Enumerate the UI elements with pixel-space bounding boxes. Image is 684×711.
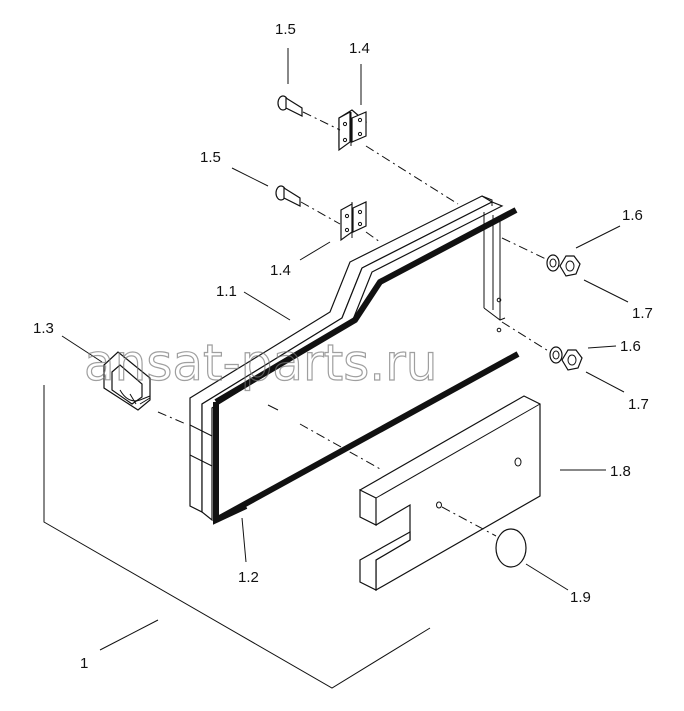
hinge-bottom: [340, 201, 367, 242]
lamp-housing: [103, 351, 151, 411]
assembly-axes: [157, 111, 551, 537]
callout-1-8: 1.8: [610, 463, 631, 480]
callout-1-6-bottom: 1.6: [620, 338, 641, 355]
assembly-bracket: [43, 385, 431, 689]
hinge-top: [338, 109, 368, 152]
callout-1-7-top: 1.7: [632, 305, 653, 322]
screw-bottom: [275, 185, 301, 207]
door-frame: [189, 195, 506, 522]
callout-1-5-bottom: 1.5: [200, 149, 221, 166]
callout-labels: 1.5 1.4 1.5 1.4 1.1 1.3 1.6 1.7 1.6 1.7 …: [33, 21, 653, 672]
callout-1-1: 1.1: [216, 283, 237, 300]
callout-1-9: 1.9: [570, 589, 591, 606]
callout-1-7-bottom: 1.7: [628, 396, 649, 413]
leader-lines: [61, 48, 629, 651]
callout-1-4-bottom: 1.4: [270, 262, 291, 279]
watermark-text: ansat-parts.ru: [84, 334, 437, 392]
glass-seal: [213, 207, 520, 525]
cover-plate: [359, 395, 541, 592]
pin: [267, 404, 279, 411]
callout-1: 1: [80, 655, 88, 672]
nut-bottom: [561, 349, 583, 371]
o-ring: [495, 528, 527, 568]
callout-1-4-top: 1.4: [349, 40, 370, 57]
callout-1-5-top: 1.5: [275, 21, 296, 38]
washer-bottom: [549, 346, 563, 364]
nut-top: [559, 255, 581, 277]
screw-top: [277, 95, 303, 117]
callout-1-2: 1.2: [238, 569, 259, 586]
callout-1-6-top: 1.6: [622, 207, 643, 224]
callout-1-3: 1.3: [33, 320, 54, 337]
washer-top: [546, 254, 560, 272]
